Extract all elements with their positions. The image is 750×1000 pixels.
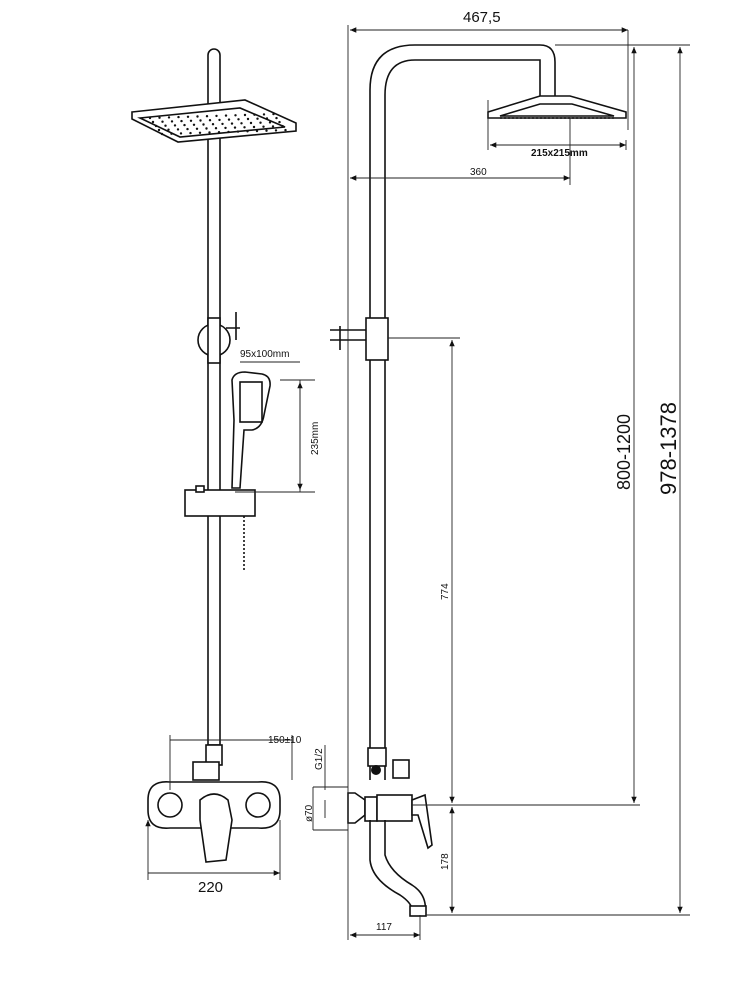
inlet-to-holder-label: 774 — [440, 583, 451, 600]
spray-hole — [180, 119, 183, 123]
spray-hole — [196, 115, 199, 118]
spray-hole — [230, 122, 234, 125]
spray-hole — [186, 127, 189, 131]
spray-hole — [167, 116, 171, 119]
front-dimensions — [148, 361, 315, 880]
spray-hole — [189, 119, 193, 123]
side-rain-shower-head — [487, 95, 627, 119]
spray-hole — [268, 121, 272, 124]
mixer-width-label: 220 — [198, 879, 223, 896]
spray-hole — [236, 130, 240, 133]
rain-shower-head — [131, 99, 297, 143]
total-height-label: 978-1378 — [656, 402, 681, 495]
spray-hole — [151, 120, 155, 124]
side-view: 467,5 215x215mm 360 774 800-1200 978-137… — [304, 9, 690, 940]
shower-holder-bracket — [197, 312, 240, 364]
spray-hole — [284, 128, 287, 132]
spray-hole — [240, 122, 243, 125]
spray-hole — [256, 117, 259, 120]
spray-hole — [195, 127, 199, 130]
spray-hole — [224, 126, 227, 130]
spray-hole — [272, 112, 275, 116]
spray-hole — [177, 115, 180, 119]
spray-hole — [243, 126, 246, 129]
spray-hole — [246, 117, 250, 121]
adjustable-height-label: 800-1200 — [614, 414, 634, 490]
spray-hole — [221, 122, 224, 126]
hand-shower-size-label: 95x100mm — [240, 349, 289, 360]
spray-hole — [205, 127, 208, 130]
spray-hole — [186, 115, 190, 119]
inlet-spacing-label: 150±10 — [268, 735, 302, 746]
spray-hole — [227, 130, 230, 134]
spray-hole — [198, 131, 202, 134]
spray-hole — [160, 132, 164, 136]
riser-top — [207, 48, 221, 120]
spray-hole — [157, 128, 161, 132]
spray-hole — [274, 129, 278, 132]
hand-shower — [231, 371, 271, 489]
spray-hole — [271, 125, 275, 128]
spray-hole — [246, 130, 249, 133]
spray-hole — [262, 125, 265, 128]
spray-hole — [278, 120, 281, 124]
front-view: 95x100mm 235mm 150±10 220 — [131, 48, 321, 896]
spray-hole — [243, 113, 247, 117]
spray-hole — [183, 123, 186, 127]
spray-hole — [253, 113, 256, 116]
spray-hole — [205, 115, 209, 118]
spray-hole — [252, 125, 256, 129]
spray-hole — [158, 116, 161, 119]
spray-hole — [211, 123, 215, 126]
spray-hole — [249, 121, 253, 125]
spray-hole — [217, 131, 221, 134]
spray-hole — [179, 132, 183, 135]
spray-hole — [262, 113, 266, 116]
slide-bar-holder — [184, 485, 256, 517]
head-size-label: 215x215mm — [531, 148, 588, 159]
hand-shower-length-label: 235mm — [310, 422, 321, 455]
thread-label: G1/2 — [314, 748, 325, 770]
spray-hole — [170, 120, 174, 123]
spray-hole — [199, 119, 202, 122]
overhead-arm-pipe — [369, 44, 556, 780]
spray-hole — [215, 114, 218, 118]
spray-hole — [161, 120, 164, 123]
front-mixer — [147, 744, 281, 863]
spray-hole — [265, 129, 268, 132]
spout-projection-label: 117 — [376, 922, 392, 933]
total-reach-label: 467,5 — [463, 9, 501, 26]
arm-reach-label: 360 — [470, 167, 487, 178]
side-dimensions — [312, 25, 690, 940]
spray-hole — [167, 128, 170, 131]
spray-hole — [237, 118, 240, 121]
spray-hole — [170, 132, 173, 135]
spray-hole — [208, 119, 212, 122]
spray-hole — [192, 123, 196, 127]
spray-hole — [164, 124, 167, 127]
spray-hole — [208, 131, 211, 134]
flange-diameter-label: ø70 — [304, 804, 315, 822]
spray-hole — [233, 126, 237, 129]
spray-hole — [275, 116, 278, 120]
spray-hole — [224, 114, 228, 117]
side-holder — [330, 317, 389, 361]
side-mixer — [347, 747, 433, 917]
spray-hole — [255, 129, 259, 133]
spray-hole — [218, 118, 221, 122]
spray-hole — [259, 121, 262, 124]
spray-hole — [265, 117, 269, 120]
spray-hole — [189, 131, 192, 135]
spout-drop-label: 178 — [440, 853, 451, 870]
spray-hole — [154, 124, 158, 128]
spray-hole — [234, 114, 237, 117]
spray-hole — [227, 118, 231, 121]
spray-hole — [176, 128, 180, 131]
spray-hole — [148, 116, 152, 120]
spray-hole — [202, 123, 205, 126]
spray-hole — [214, 127, 218, 130]
riser-pipe — [207, 129, 221, 746]
spray-hole — [281, 124, 284, 128]
spray-hole — [173, 124, 177, 127]
